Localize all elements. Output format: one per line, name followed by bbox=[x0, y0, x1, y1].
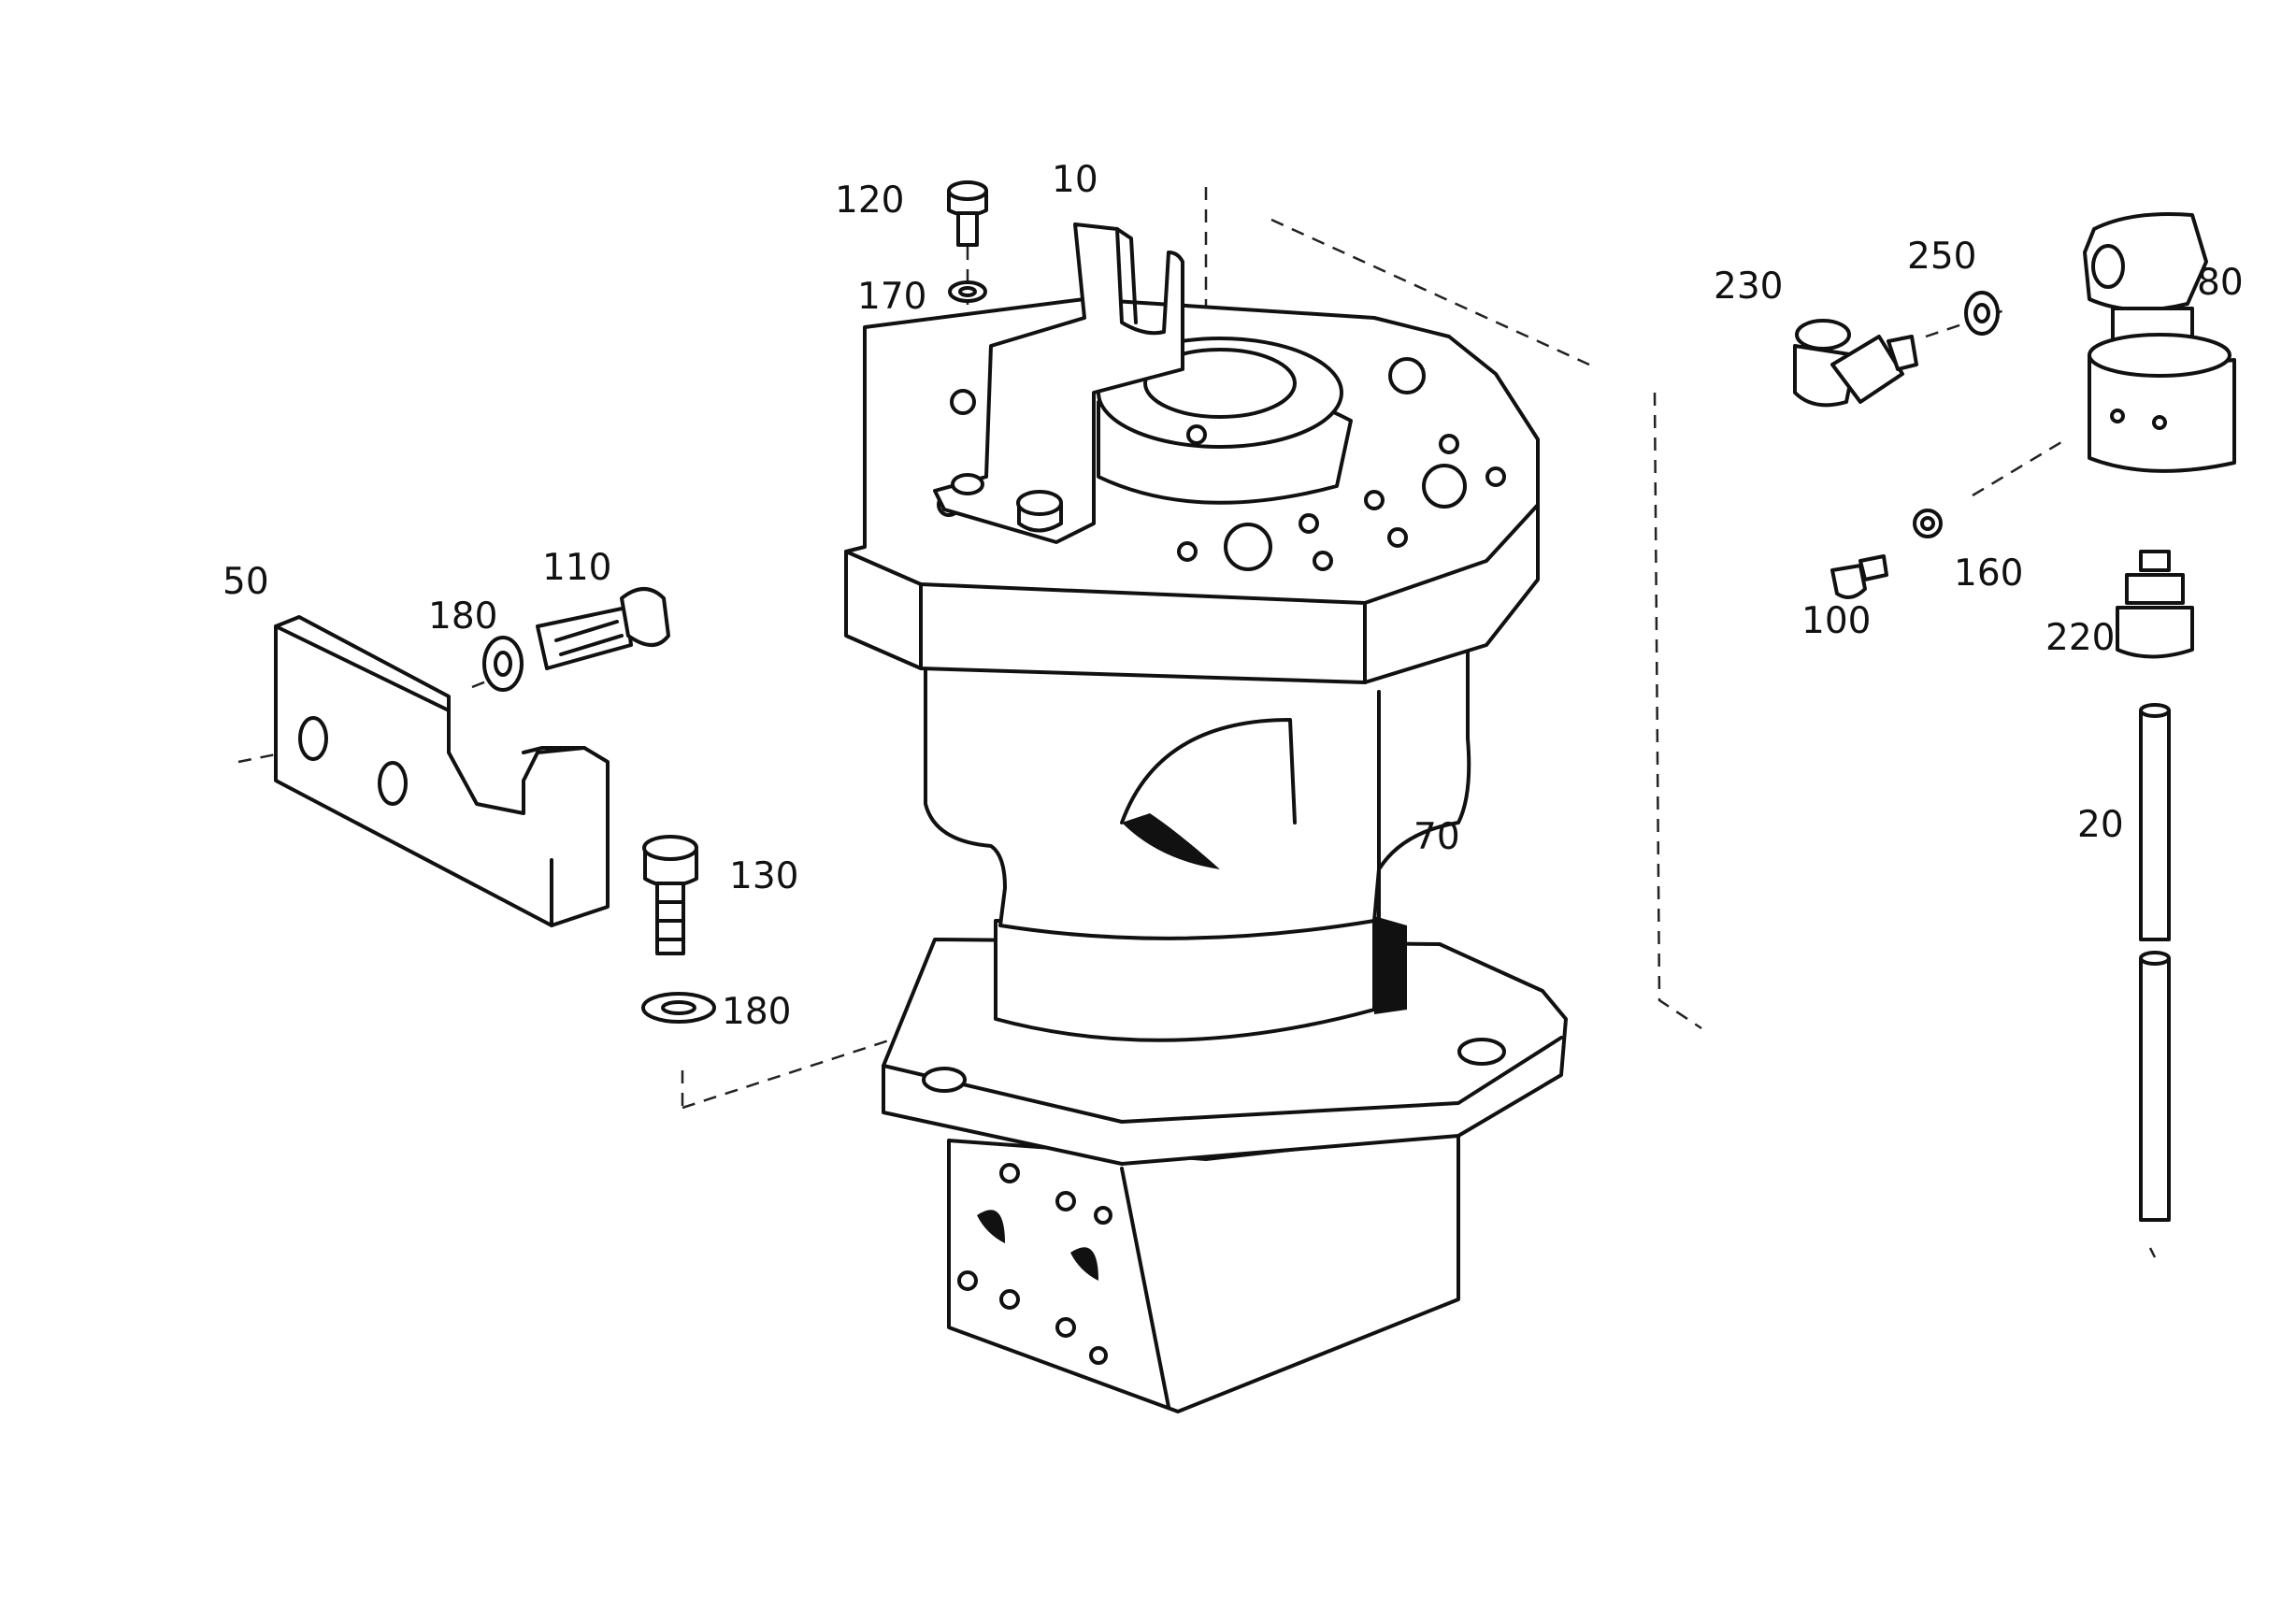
washer-180-lower bbox=[641, 992, 716, 1024]
label-100: 100 bbox=[1801, 600, 1871, 642]
washer-170 bbox=[948, 280, 987, 303]
bolt-110 bbox=[536, 587, 670, 670]
washer-180-upper bbox=[482, 636, 524, 692]
label-70: 70 bbox=[1413, 816, 1460, 858]
label-220: 220 bbox=[2045, 617, 2115, 659]
pipe-part-20 bbox=[2139, 703, 2171, 1222]
washer-250 bbox=[1964, 291, 2000, 336]
label-120: 120 bbox=[835, 179, 904, 222]
main-housing bbox=[844, 297, 1568, 1413]
fitting-220 bbox=[2116, 550, 2194, 659]
plug-100 bbox=[1830, 554, 1888, 599]
label-180-upper: 180 bbox=[428, 595, 497, 638]
label-130: 130 bbox=[729, 855, 798, 897]
bracket-part-10 bbox=[933, 222, 1184, 544]
label-180-lower: 180 bbox=[722, 991, 791, 1033]
plate-part-50 bbox=[274, 615, 610, 927]
label-170: 170 bbox=[857, 276, 926, 318]
label-50: 50 bbox=[222, 561, 269, 603]
label-160: 160 bbox=[1954, 552, 2023, 595]
bolt-130 bbox=[642, 835, 698, 955]
part-labels: 10 20 50 70 80 100 110 120 130 160 170 1… bbox=[222, 159, 2244, 1033]
elbow-fitting-230 bbox=[1793, 319, 1918, 408]
label-230: 230 bbox=[1714, 265, 1783, 308]
label-20: 20 bbox=[2077, 804, 2124, 846]
bolt-120 bbox=[947, 180, 988, 247]
washer-160 bbox=[1913, 509, 1943, 538]
label-110: 110 bbox=[542, 547, 611, 589]
label-10: 10 bbox=[1052, 159, 1098, 201]
elbow-part-80 bbox=[2083, 212, 2236, 473]
label-250: 250 bbox=[1907, 236, 1976, 278]
label-80: 80 bbox=[2197, 262, 2244, 304]
